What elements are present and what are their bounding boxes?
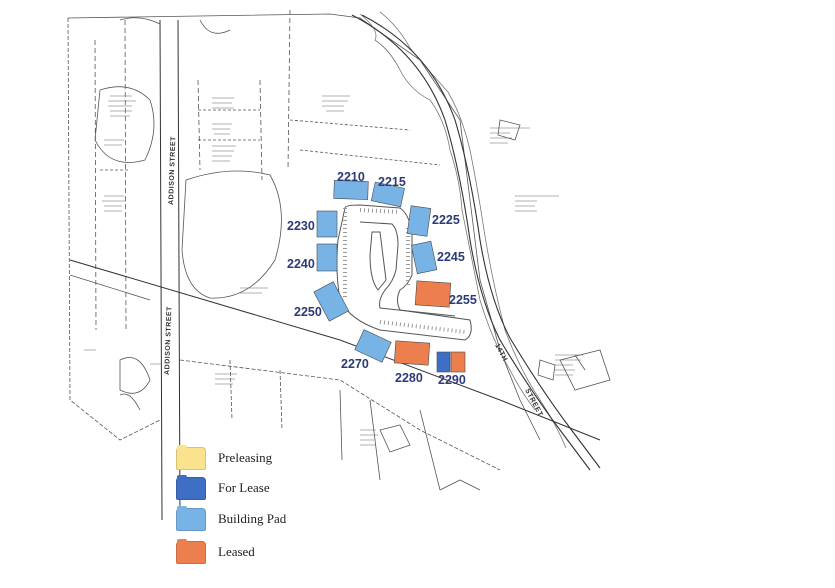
legend-label-building-pad: Building Pad (218, 511, 287, 526)
parcel-text-marks (84, 95, 583, 446)
building-pads (313, 180, 466, 373)
folder-icon-for-lease (176, 475, 206, 500)
pad-2290-shape-a[interactable] (436, 351, 451, 373)
pad-2270-shape[interactable] (354, 329, 392, 363)
folder-icon-leased (176, 539, 206, 564)
pad-2250-shape[interactable] (313, 281, 350, 322)
legend-label-preleasing: Preleasing (218, 450, 273, 465)
pad-2210-shape[interactable] (333, 180, 369, 200)
legend-item-preleasing: Preleasing (176, 445, 376, 470)
pad-2245-label: 2245 (437, 250, 465, 264)
pad-2255-label: 2255 (449, 293, 477, 307)
folder-icon-building-pad (176, 506, 206, 531)
pad-2210-label: 2210 (337, 170, 365, 184)
pad-2240-label: 2240 (287, 257, 315, 271)
pad-2240-shape[interactable] (316, 243, 338, 272)
pad-2290-shape-b[interactable] (450, 351, 466, 373)
pad-2215-shape[interactable] (370, 181, 405, 208)
legend-item-building-pad: Building Pad (176, 506, 376, 531)
folder-icon-preleasing (176, 445, 206, 470)
legend-label-for-lease: For Lease (218, 480, 270, 495)
pad-2255-shape[interactable] (414, 280, 452, 308)
pad-2230-shape[interactable] (316, 210, 338, 238)
pad-2225-shape[interactable] (406, 205, 432, 237)
survey-linework (67, 9, 611, 521)
pad-2250-label: 2250 (294, 305, 322, 319)
pad-2280-label: 2280 (395, 371, 423, 385)
pad-number-labels: 2210 2215 2225 2230 2240 2245 2250 2255 … (287, 170, 477, 387)
pad-2245-shape[interactable] (410, 240, 438, 275)
pad-2280-shape[interactable] (393, 340, 431, 366)
pad-2270-label: 2270 (341, 357, 369, 371)
addison-street-label-lower: ADDISON STREET (164, 306, 173, 375)
pad-2215-label: 2215 (378, 175, 406, 189)
pad-2225-label: 2225 (432, 213, 460, 227)
fourteenth-street-label: 14TH (493, 343, 508, 363)
pad-2290-label: 2290 (438, 373, 466, 387)
legend-label-leased: Leased (218, 544, 255, 559)
legend-item-for-lease: For Lease (176, 475, 376, 500)
addison-street-label-upper: ADDISON STREET (168, 136, 177, 205)
legend-item-leased: Leased (176, 539, 376, 564)
pad-2230-label: 2230 (287, 219, 315, 233)
